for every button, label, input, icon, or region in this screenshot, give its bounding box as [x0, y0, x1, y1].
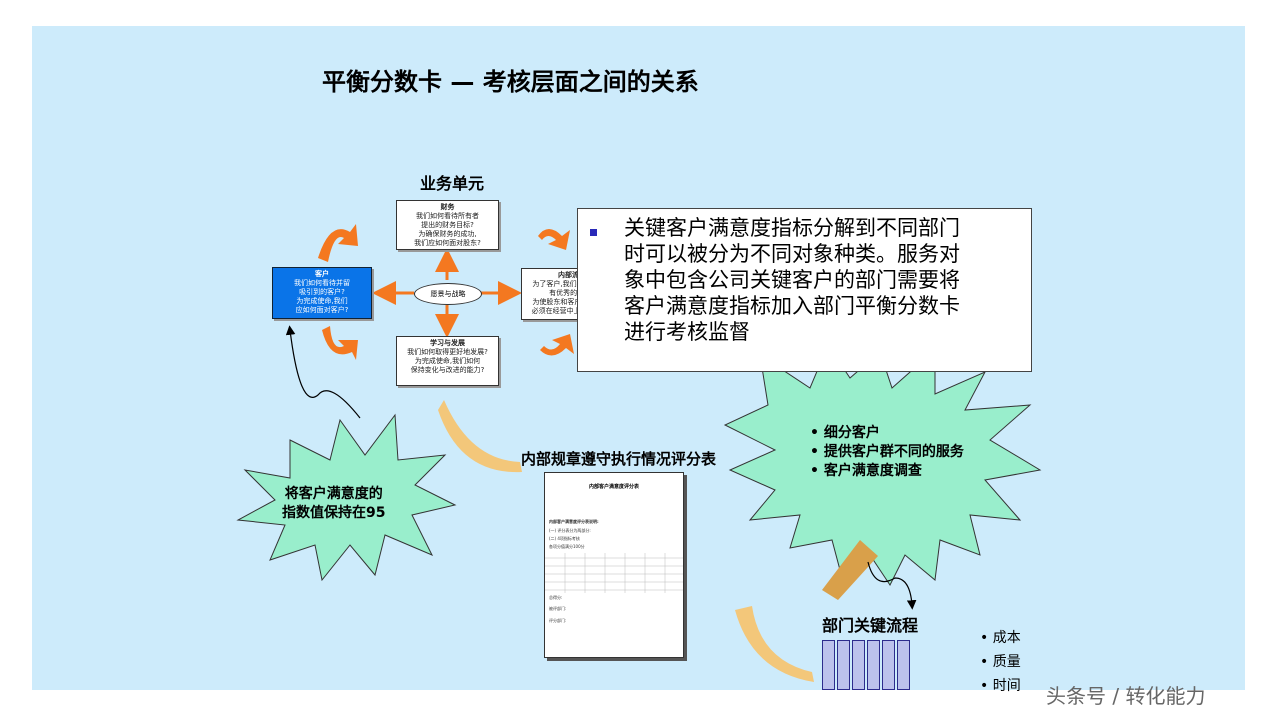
- right-star-text: • 细分客户 • 提供客户群不同的服务 • 客户满意度调查: [810, 424, 964, 481]
- customer-line: 吸引到的客户?: [299, 288, 345, 296]
- document-line: (一) 评分表分为两部分:: [549, 528, 591, 533]
- watermark: 头条号 / 转化能力: [1046, 684, 1206, 708]
- vision-strategy-oval: 愿景与战略: [414, 283, 482, 305]
- process-label: 部门关键流程: [822, 616, 919, 635]
- customer-line: 应如何面对客户?: [295, 306, 349, 314]
- document-line: 总得分:: [549, 595, 563, 600]
- process-bar: [852, 640, 865, 690]
- internal-heading: 内部流程: [558, 271, 586, 279]
- finance-line: 我们应如何面对股东?: [414, 239, 481, 247]
- main-text-line: 象中包含公司关键客户的部门需要将: [624, 268, 960, 292]
- right-star-item: • 细分客户: [810, 425, 880, 441]
- document-grid: [545, 553, 683, 593]
- finance-line: 我们如何看待所有者: [416, 212, 479, 220]
- customer-line: 为完成使命,我们: [296, 297, 348, 305]
- square-bullet-icon: [590, 229, 597, 236]
- document-line: 评分部门:: [549, 618, 567, 623]
- main-text-box: 关键客户满意度指标分解到不同部门 时可以被分为不同对象种类。服务对 象中包含公司…: [577, 208, 1032, 372]
- business-unit-label: 业务单元: [420, 174, 485, 193]
- process-bar: [882, 640, 895, 690]
- process-bar: [837, 640, 850, 690]
- finance-box: 财务 我们如何看待所有者 提出的财务目标? 为确保财务的成功, 我们应如何面对股…: [396, 200, 499, 250]
- learning-line: 为完成使命,我们如何: [414, 357, 481, 365]
- document-title: 内部客户满意度评分表: [588, 484, 639, 490]
- learning-heading: 学习与发展: [430, 339, 465, 347]
- main-text-line: 客户满意度指标加入部门平衡分数卡: [624, 294, 960, 318]
- internal-line: 必须在经营中上超越什么?: [531, 307, 613, 315]
- customer-heading: 客户: [315, 270, 329, 278]
- main-text-line: 关键客户满意度指标分解到不同部门: [624, 216, 960, 240]
- process-bar: [822, 640, 835, 690]
- learning-line: 我们如何取得更好地发展?: [407, 348, 488, 356]
- document-line: 内部客户满意度评分表说明:: [549, 519, 599, 524]
- learning-line: 保持变化与改进的能力?: [410, 366, 485, 374]
- internal-line: 为使股东和客户满意,我们: [532, 298, 612, 306]
- internal-line: 有优秀的表现?: [549, 289, 595, 297]
- process-bar: [867, 640, 880, 690]
- finance-line: 为确保财务的成功,: [418, 230, 477, 238]
- process-metrics: • 成本 • 质量 • 时间: [980, 626, 1021, 698]
- left-starburst: [236, 413, 457, 582]
- process-bar: [897, 640, 910, 690]
- metric-item: • 质量: [980, 654, 1021, 670]
- internal-line: 为了客户,我们必须在何处: [532, 280, 612, 288]
- customer-line: 我们如何看待并留: [294, 279, 350, 287]
- left-star-line: 指数值保持在95: [282, 505, 386, 521]
- right-star-item: • 客户满意度调查: [810, 463, 922, 479]
- finance-heading: 财务: [440, 203, 455, 211]
- document-line: (二) 4项指标考核: [549, 536, 580, 541]
- finance-line: 提出的财务目标?: [421, 221, 474, 229]
- learning-box: 学习与发展 我们如何取得更好地发展? 为完成使命,我们如何 保持变化与改进的能力…: [396, 336, 499, 386]
- customer-box: 客户 我们如何看待并留 吸引到的客户? 为完成使命,我们 应如何面对客户?: [272, 267, 372, 319]
- left-star-text: 将客户满意度的 指数值保持在95: [282, 485, 385, 523]
- left-star-line: 将客户满意度的: [284, 486, 383, 502]
- main-text-line: 进行考核监督: [624, 320, 750, 344]
- metric-item: • 时间: [980, 678, 1021, 694]
- scorecard-document: 内部客户满意度评分表 内部客户满意度评分表说明: (一) 评分表分为两部分: (…: [544, 472, 684, 658]
- scorecard-label: 内部规章遵守执行情况评分表: [521, 450, 717, 468]
- main-text-line: 时可以被分为不同对象种类。服务对: [624, 242, 960, 266]
- metric-item: • 成本: [980, 630, 1021, 646]
- document-line: 被评部门:: [549, 606, 567, 611]
- right-star-item: • 提供客户群不同的服务: [810, 444, 964, 460]
- document-line: 各项分值满分100分: [549, 544, 585, 549]
- process-bars: [822, 640, 910, 690]
- slide-title: 平衡分数卡 — 考核层面之间的关系: [322, 68, 699, 96]
